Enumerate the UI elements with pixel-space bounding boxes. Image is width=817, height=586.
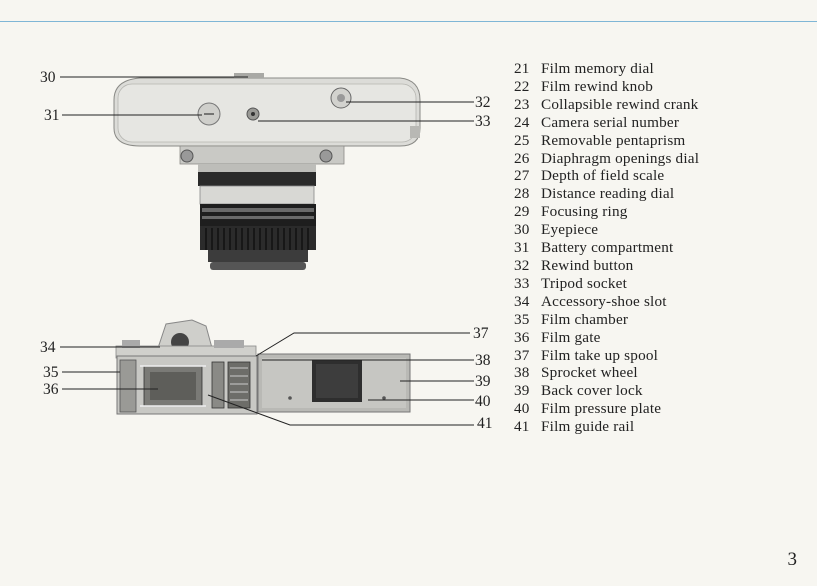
callout-38: 38 [475, 352, 491, 369]
callout-39: 39 [475, 373, 491, 390]
page-number: 3 [787, 549, 798, 570]
callout-35: 35 [43, 364, 59, 381]
callout-34: 34 [40, 339, 56, 356]
callout-41: 41 [477, 415, 493, 432]
leader-lines [60, 76, 474, 426]
callout-36: 36 [43, 381, 59, 398]
callout-32: 32 [475, 94, 491, 111]
callout-30: 30 [40, 69, 56, 86]
camera-back-view [115, 319, 411, 415]
callout-37: 37 [473, 325, 489, 342]
callout-31: 31 [44, 107, 60, 124]
top-rule [0, 21, 817, 22]
camera-bottom-view [113, 73, 421, 270]
callout-40: 40 [475, 393, 491, 410]
callout-33: 33 [475, 113, 491, 130]
